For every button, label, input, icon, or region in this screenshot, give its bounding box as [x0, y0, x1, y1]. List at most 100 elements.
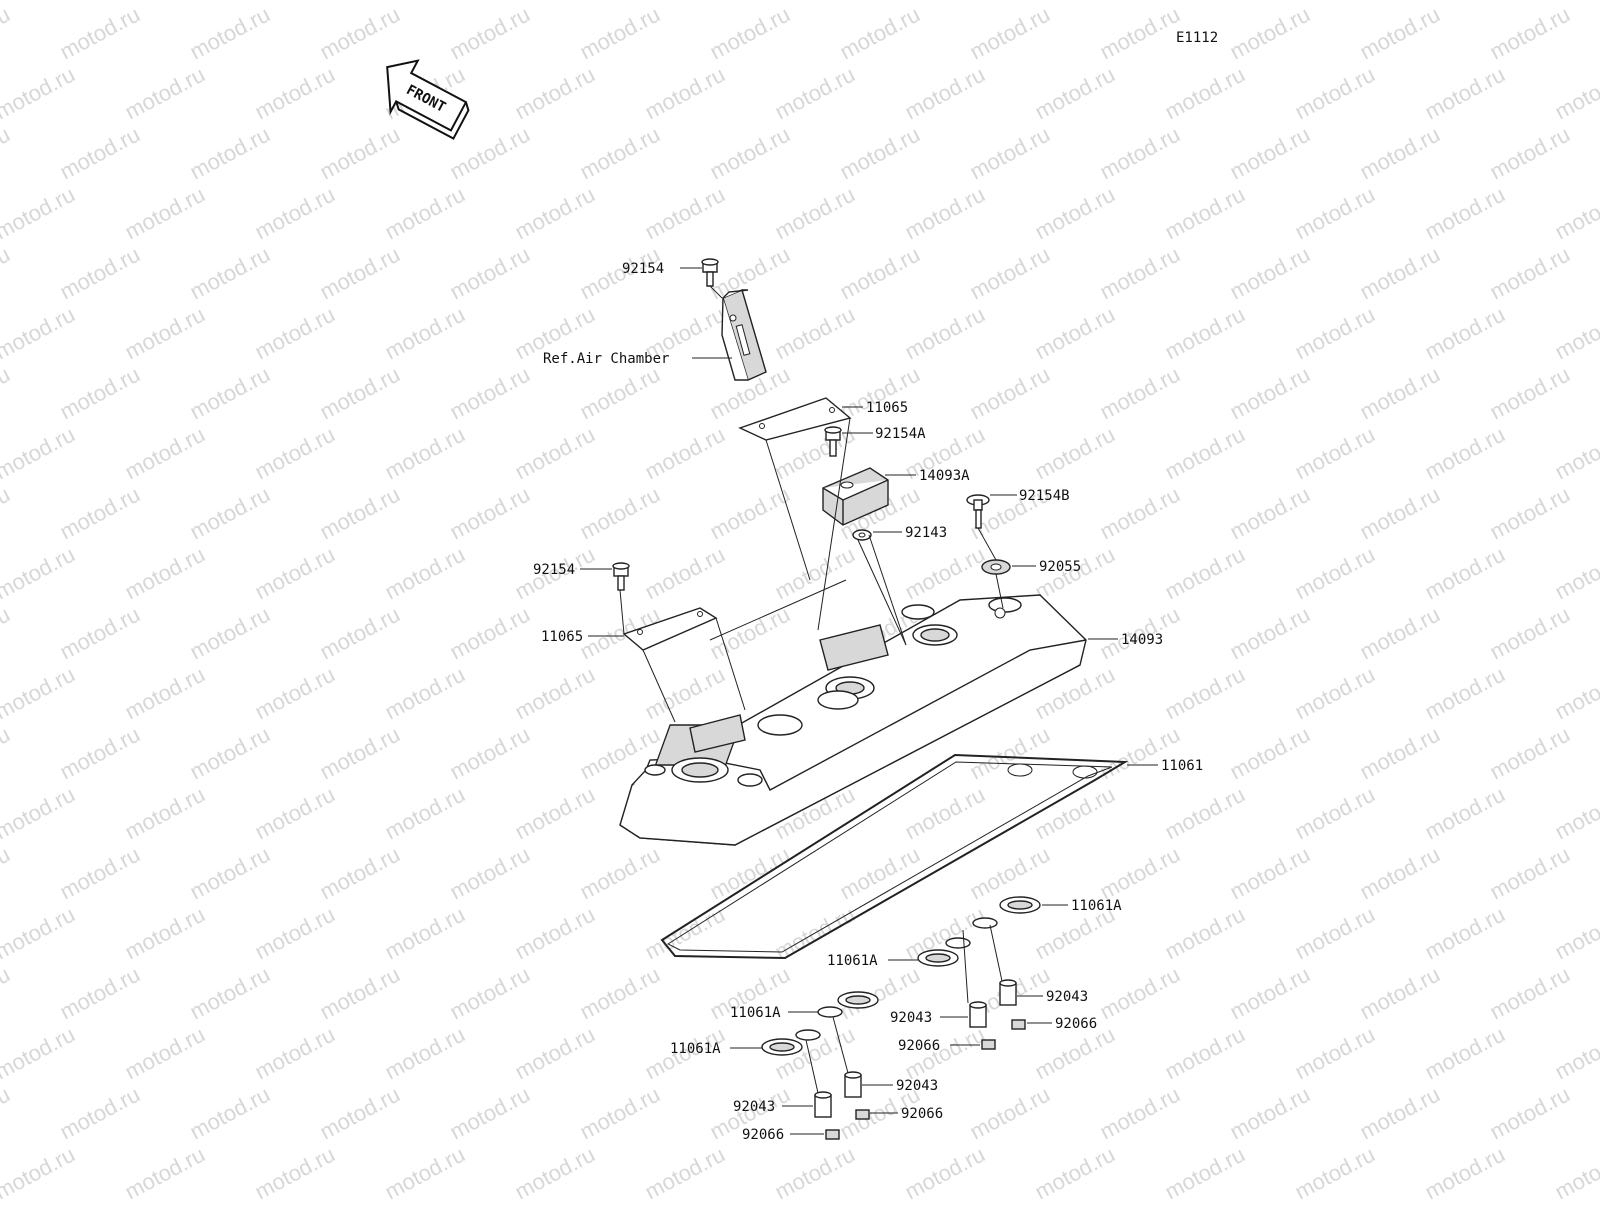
watermark-text: motod.ru [771, 1142, 859, 1200]
watermark-text: motod.ru [446, 602, 534, 665]
watermark-text: motod.ru [511, 62, 599, 125]
watermark-text: motod.ru [1291, 422, 1379, 485]
watermark-text: motod.ru [1421, 1022, 1509, 1085]
callout-92066-left-lower: 92066 [742, 1127, 784, 1143]
watermark-text: motod.ru [1486, 362, 1574, 425]
watermark-text: motod.ru [1486, 122, 1574, 185]
watermark-text: motod.ru [186, 482, 274, 545]
watermark-text: motod.ru [1096, 2, 1184, 65]
watermark-text: motod.ru [121, 1022, 209, 1085]
plug-gasket-set-right [917, 896, 1041, 967]
watermark-text: motod.ru [641, 422, 729, 485]
watermark-text: motod.ru [381, 782, 469, 845]
watermark-text: motod.ru [901, 0, 989, 4]
block-14093a [822, 467, 889, 526]
watermark-text: motod.ru [251, 1142, 339, 1200]
watermark-text: motod.ru [0, 602, 14, 665]
watermark-text: motod.ru [1161, 902, 1249, 965]
watermark-text: motod.ru [1031, 1142, 1119, 1200]
watermark-text: motod.ru [0, 362, 14, 425]
watermark-text: motod.ru [446, 842, 534, 905]
watermark-text: motod.ru [901, 62, 989, 125]
watermark-text: motod.ru [1161, 422, 1249, 485]
watermark-text: motod.ru [56, 842, 144, 905]
watermark-text: motod.ru [1421, 62, 1509, 125]
bolt-92154b [966, 494, 990, 529]
watermark-text: motod.ru [1421, 662, 1509, 725]
watermark-text: motod.ru [381, 542, 469, 605]
watermark-text: motod.ru [316, 242, 404, 305]
watermark-text: motod.ru [381, 302, 469, 365]
watermark-text: motod.ru [901, 1142, 989, 1200]
watermark-text: motod.ru [511, 182, 599, 245]
watermark-text: motod.ru [1291, 0, 1379, 4]
callout-92043-left-upper: 92043 [896, 1078, 938, 1094]
watermark-text: motod.ru [706, 602, 794, 665]
watermark-text: motod.ru [0, 482, 14, 545]
watermark-text: motod.ru [641, 62, 729, 125]
watermark-text: motod.ru [251, 782, 339, 845]
watermark-text: motod.ru [576, 2, 664, 65]
callout-92043-right: 92043 [1046, 989, 1088, 1005]
watermark-text: motod.ru [1226, 962, 1314, 1025]
watermark-text: motod.ru [1096, 122, 1184, 185]
watermark-text: motod.ru [0, 842, 14, 905]
watermark-text: motod.ru [446, 362, 534, 425]
watermark-text: motod.ru [251, 542, 339, 605]
watermark-text: motod.ru [1291, 542, 1379, 605]
callout-92066-right: 92066 [1055, 1016, 1097, 1032]
watermark-text: motod.ru [1421, 0, 1509, 4]
watermark-text: motod.ru [966, 722, 1054, 785]
watermark-text: motod.ru [1356, 2, 1444, 65]
watermark-text: motod.ru [1291, 62, 1379, 125]
callout-11061a-right-bottom: 11061A [827, 953, 878, 969]
watermark-text: motod.ru [56, 122, 144, 185]
watermark-text: motod.ru [1356, 362, 1444, 425]
callout-92154-top: 92154 [622, 261, 664, 277]
callout-14093: 14093 [1121, 632, 1163, 648]
watermark-text: motod.ru [1356, 1082, 1444, 1145]
watermark-text: motod.ru [641, 0, 729, 4]
watermark-text: motod.ru [771, 0, 859, 4]
callout-11061: 11061 [1161, 758, 1203, 774]
callout-11065-left: 11065 [541, 629, 583, 645]
watermark-text: motod.ru [446, 722, 534, 785]
watermark-text: motod.ru [1096, 242, 1184, 305]
watermark-text: motod.ru [1161, 662, 1249, 725]
watermark-text: motod.ru [121, 302, 209, 365]
watermark-text: motod.ru [1161, 62, 1249, 125]
watermark-text: motod.ru [186, 842, 274, 905]
watermark-text: motod.ru [316, 722, 404, 785]
watermark-text: motod.ru [1031, 0, 1119, 4]
watermark-text: motod.ru [56, 962, 144, 1025]
watermark-text: motod.ru [576, 1082, 664, 1145]
watermark-text: motod.ru [121, 782, 209, 845]
watermark-text: motod.ru [1486, 2, 1574, 65]
diagram-code: E1112 [1176, 30, 1218, 46]
watermark-text: motod.ru [251, 662, 339, 725]
watermark-text: motod.ru [511, 1142, 599, 1200]
callout-92043-center: 92043 [890, 1010, 932, 1026]
watermark-text: motod.ru [316, 842, 404, 905]
watermark-text: motod.ru [901, 182, 989, 245]
watermark-text: motod.ru [186, 362, 274, 425]
cylinder-head-cover-14093 [619, 594, 1087, 846]
plug-caps [825, 1019, 1026, 1140]
watermark-text: motod.ru [576, 962, 664, 1025]
watermark-text: motod.ru [1096, 362, 1184, 425]
watermark-text: motod.ru [1226, 722, 1314, 785]
watermark-text: motod.ru [1096, 1082, 1184, 1145]
watermark-text: motod.ru [1031, 62, 1119, 125]
callout-92143: 92143 [905, 525, 947, 541]
watermark-text: motod.ru [1161, 0, 1249, 4]
watermark-text: motod.ru [0, 662, 79, 725]
watermark-text: motod.ru [1551, 782, 1600, 845]
watermark-text: motod.ru [121, 0, 209, 4]
watermark-text: motod.ru [56, 362, 144, 425]
watermark-text: motod.ru [1031, 422, 1119, 485]
watermark-text: motod.ru [121, 542, 209, 605]
watermark-text: motod.ru [1291, 1022, 1379, 1085]
watermark-text: motod.ru [186, 602, 274, 665]
front-arrow: FRONT [386, 59, 470, 140]
watermark-text: motod.ru [1226, 602, 1314, 665]
